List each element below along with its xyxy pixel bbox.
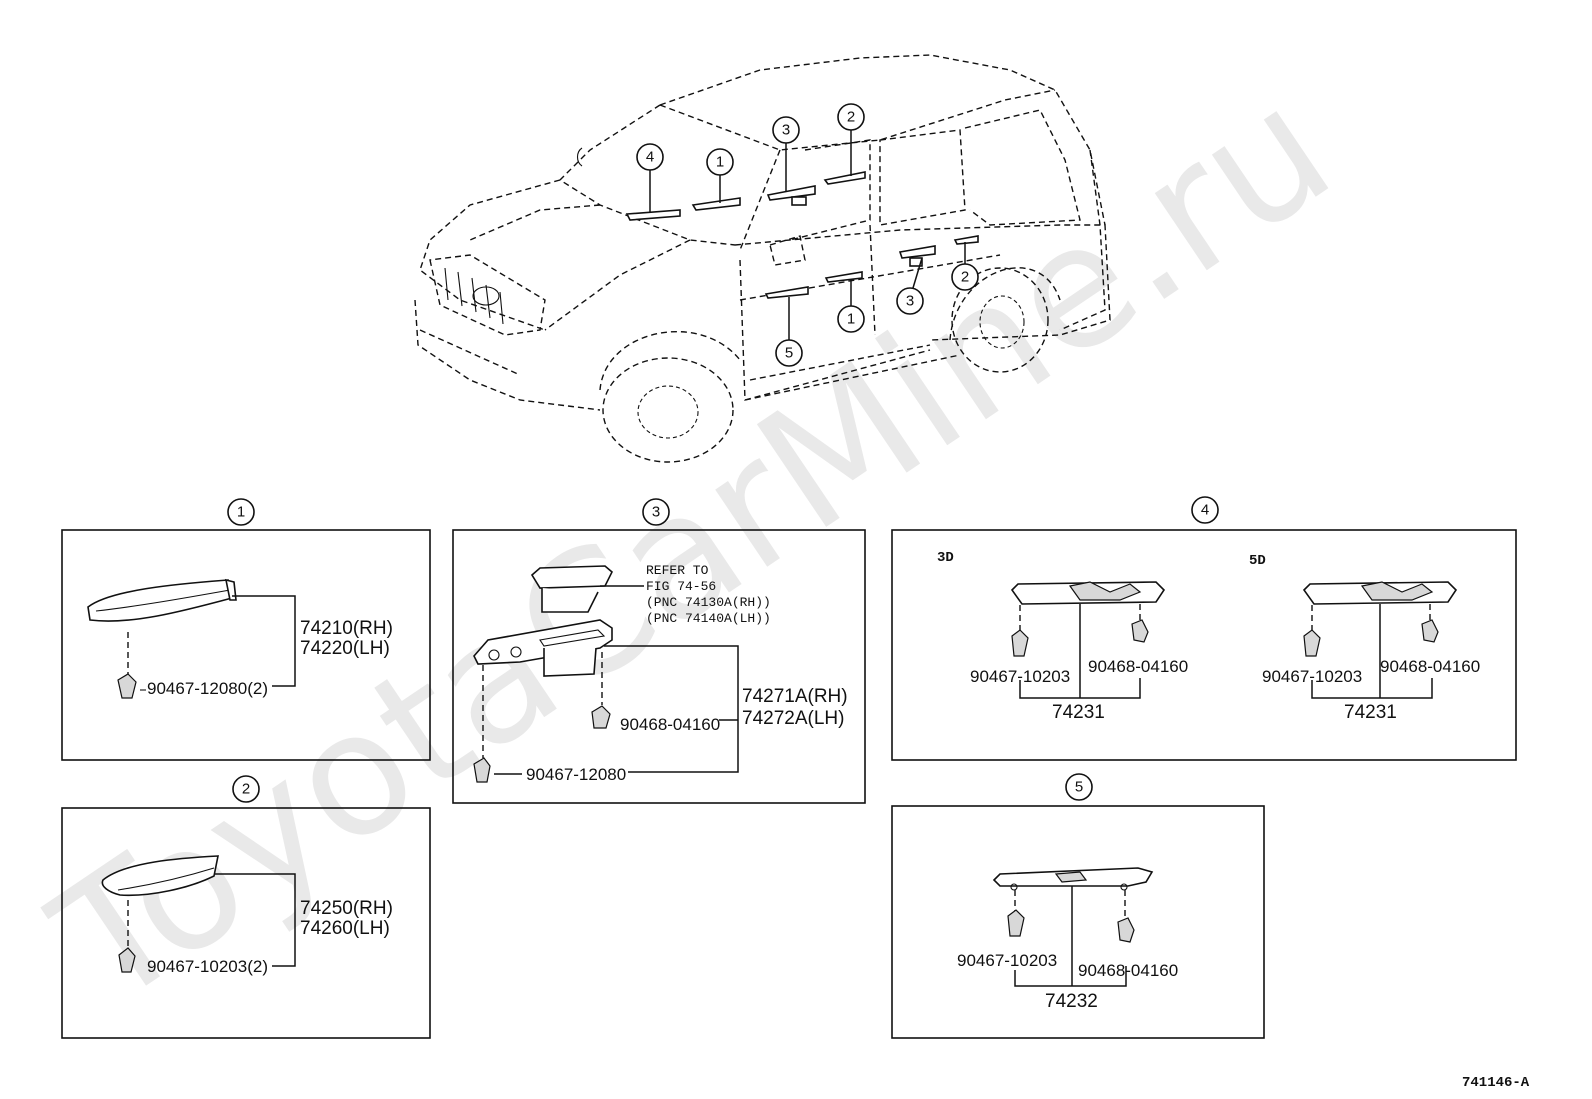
panel-2-frame xyxy=(61,807,431,1039)
panel-3-frame xyxy=(452,529,866,804)
clip-90468-04160-p5-icon xyxy=(1117,917,1135,943)
svg-text:3: 3 xyxy=(906,293,914,310)
refer-text-line-4: (PNC 74140A(LH)) xyxy=(646,611,771,626)
clip-number-90468-04160-3d: 90468-04160 xyxy=(1088,657,1188,676)
panel-4-number: 4 xyxy=(1201,502,1209,519)
clip-number-90467-10203: 90467-10203(2) xyxy=(147,957,268,976)
clip-90467-10203-icon xyxy=(118,947,136,973)
callout-2-car-rear: 2 xyxy=(951,263,979,291)
panel-1-number-circle xyxy=(227,498,255,526)
watermark: ToyotaCarMine.ru xyxy=(21,49,1364,1044)
variant-5d-label: 5D xyxy=(1249,553,1266,569)
part-number-74231-5d: 74231 xyxy=(1344,702,1397,723)
part-74250-drawing xyxy=(101,855,219,897)
svg-text:2: 2 xyxy=(847,109,855,126)
part-number-74260-lh: 74260(LH) xyxy=(300,918,390,939)
trim-1-on-car-front xyxy=(691,197,741,211)
part-number-74272a-lh: 74272A(LH) xyxy=(742,708,844,729)
panel-5: 5 90467-10203 90468-04160 74232 xyxy=(891,773,1265,1039)
variant-3d-label: 3D xyxy=(937,550,954,566)
callout-4-car: 4 xyxy=(636,143,664,171)
panel-1-number: 1 xyxy=(237,504,245,521)
panel-1-frame xyxy=(61,529,431,761)
clip-number-90467-12080-p3: 90467-12080 xyxy=(526,765,626,784)
clip-number-90468-04160-p3: 90468-04160 xyxy=(620,715,720,734)
clip-number-90468-04160-5d: 90468-04160 xyxy=(1380,657,1480,676)
part-number-74271a-rh: 74271A(RH) xyxy=(742,686,848,707)
svg-text:1: 1 xyxy=(716,154,724,171)
panel-3: 3 REFER TO FIG 74-56 (PNC 74130A(RH)) (P… xyxy=(452,498,866,804)
clip-90468-04160-icon xyxy=(591,705,611,729)
callout-1-car: 1 xyxy=(706,148,734,176)
power-window-switch-drawing xyxy=(530,565,613,589)
svg-text:4: 4 xyxy=(646,149,654,166)
clip-90467-12080-icon xyxy=(117,673,137,699)
trim-2-on-car-rear xyxy=(953,235,979,245)
panel-4-number-circle xyxy=(1191,496,1219,524)
trim-5-on-car xyxy=(764,286,809,299)
clip-number-90467-10203-3d: 90467-10203 xyxy=(970,667,1070,686)
panel-2: 2 74250(RH) 74260(LH) 90467-10203(2) xyxy=(61,775,431,1039)
figure-code: 741146-A xyxy=(1462,1075,1530,1091)
svg-text:2: 2 xyxy=(961,269,969,286)
panel-5-number: 5 xyxy=(1075,779,1083,796)
part-number-74250-rh: 74250(RH) xyxy=(300,898,393,919)
clip-90467-12080-icon-p3 xyxy=(473,757,491,783)
vehicle-callouts: 4 1 3 2 2 3 1 5 xyxy=(636,103,979,367)
clip-90468-04160-5d-icon xyxy=(1421,619,1439,643)
trim-4-on-car xyxy=(625,209,681,221)
trim-1-on-car-rear xyxy=(824,271,863,283)
panel-4: 4 3D 90467-10203 90468-04160 74231 5D 90… xyxy=(891,496,1517,761)
panel-3-number: 3 xyxy=(652,504,660,521)
clip-number-90468-04160-p5: 90468-04160 xyxy=(1078,961,1178,980)
refer-text-line-3: (PNC 74130A(RH)) xyxy=(646,595,771,610)
part-number-74232: 74232 xyxy=(1045,991,1098,1012)
part-number-74231-3d: 74231 xyxy=(1052,702,1105,723)
panel-5-frame xyxy=(891,805,1265,1039)
vehicle-callout-leaders xyxy=(649,130,966,340)
clip-90467-10203-5d-icon xyxy=(1303,629,1321,657)
callout-3-car: 3 xyxy=(772,116,800,144)
part-number-74220-lh: 74220(LH) xyxy=(300,638,390,659)
clip-90468-04160-3d-icon xyxy=(1131,619,1149,643)
svg-text:1: 1 xyxy=(847,311,855,328)
clip-number-90467-10203-p5: 90467-10203 xyxy=(957,951,1057,970)
callout-3-car-rear: 3 xyxy=(896,287,924,315)
panel-3-number-circle xyxy=(642,498,670,526)
switch-base-drawing xyxy=(473,619,613,665)
callout-1-car-rear: 1 xyxy=(837,305,865,333)
panel-2-number-circle xyxy=(232,775,260,803)
watermark-text: ToyotaCarMine.ru xyxy=(21,49,1364,1044)
part-number-74210-rh: 74210(RH) xyxy=(300,618,393,639)
callout-2-car: 2 xyxy=(837,103,865,131)
panel-4-frame xyxy=(891,529,1517,761)
vehicle-illustration xyxy=(414,54,1111,463)
svg-text:5: 5 xyxy=(785,345,793,362)
callout-5-car: 5 xyxy=(775,339,803,367)
trim-3-on-car-front xyxy=(766,185,816,201)
trim-2-on-car-front xyxy=(823,171,866,185)
refer-text-line-1: REFER TO xyxy=(646,563,709,578)
part-74210-drawing xyxy=(87,579,233,622)
clip-number-90467-12080: 90467-12080(2) xyxy=(147,679,268,698)
panel-5-number-circle xyxy=(1065,773,1093,801)
panel-2-number: 2 xyxy=(242,781,250,798)
clip-90467-10203-p5-icon xyxy=(1007,909,1025,937)
clip-number-90467-10203-5d: 90467-10203 xyxy=(1262,667,1362,686)
refer-text-line-2: FIG 74-56 xyxy=(646,579,716,594)
trim-3-on-car-rear xyxy=(898,245,936,259)
clip-90467-10203-3d-icon xyxy=(1011,629,1029,657)
svg-text:3: 3 xyxy=(782,122,790,139)
panel-1: 1 74210(RH) 74220(LH) 90467-12080(2) xyxy=(61,498,431,761)
